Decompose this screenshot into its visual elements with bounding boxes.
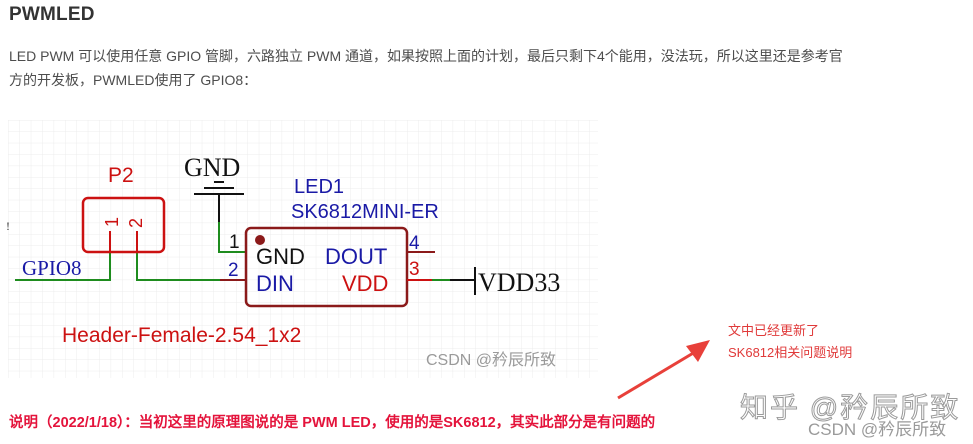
pin-dout-number: 4 xyxy=(409,233,420,254)
led-ref: LED1 xyxy=(294,176,344,198)
pin-gnd-number: 1 xyxy=(229,232,240,253)
intro-paragraph: LED PWM 可以使用任意 GPIO 管脚，六路独立 PWM 通道，如果按照上… xyxy=(9,44,969,92)
pin-dout-name: DOUT xyxy=(325,244,387,269)
csdn-watermark: CSDN @矜辰所致 xyxy=(426,351,556,369)
power-label-vdd33: VDD33 xyxy=(478,268,560,297)
red-arrow-icon xyxy=(617,340,710,400)
led-body xyxy=(244,226,409,308)
update-note: 说明（2022/1/18）：当初这里的原理图说的是 PWM LED，使用的是SK… xyxy=(9,415,656,431)
connector-pin-1: 1 xyxy=(102,217,122,227)
pin-din-name: DIN xyxy=(256,271,294,296)
svg-text:!: ! xyxy=(6,219,10,233)
csdn-watermark-bottom: CSDN @矜辰所致 xyxy=(808,420,947,439)
section-heading: PWMLED xyxy=(9,4,95,25)
paragraph-line-2: 方的开发板，PWMLED使用了 GPIO8： xyxy=(9,72,258,88)
pin-din-number: 2 xyxy=(228,260,239,281)
schematic-image: ! GPIO8 P2 1 2 Header-Female-2.54_1x2 GN… xyxy=(6,120,598,378)
pin-gnd-name: GND xyxy=(256,244,305,269)
net-label-gpio8: GPIO8 xyxy=(22,256,82,280)
annotation-line-1: 文中已经更新了 xyxy=(728,323,820,338)
led-value: SK6812MINI-ER xyxy=(291,201,439,223)
annotation-line-2: SK6812相关问题说明 xyxy=(728,345,853,360)
zhihu-watermark: 知乎 @矜辰所致 xyxy=(739,392,961,424)
schematic-grid xyxy=(8,120,598,378)
pin-vdd-number: 3 xyxy=(409,259,420,280)
gnd-label: GND xyxy=(184,153,240,182)
connector-pin-2: 2 xyxy=(126,218,146,228)
paragraph-line-1: LED PWM 可以使用任意 GPIO 管脚，六路独立 PWM 通道，如果按照上… xyxy=(9,48,843,64)
update-annotation: 文中已经更新了 SK6812相关问题说明 xyxy=(728,320,852,364)
connector-value: Header-Female-2.54_1x2 xyxy=(62,324,301,347)
pin-vdd-name: VDD xyxy=(342,271,388,296)
connector-body xyxy=(81,196,166,254)
connector-ref: P2 xyxy=(108,164,134,187)
